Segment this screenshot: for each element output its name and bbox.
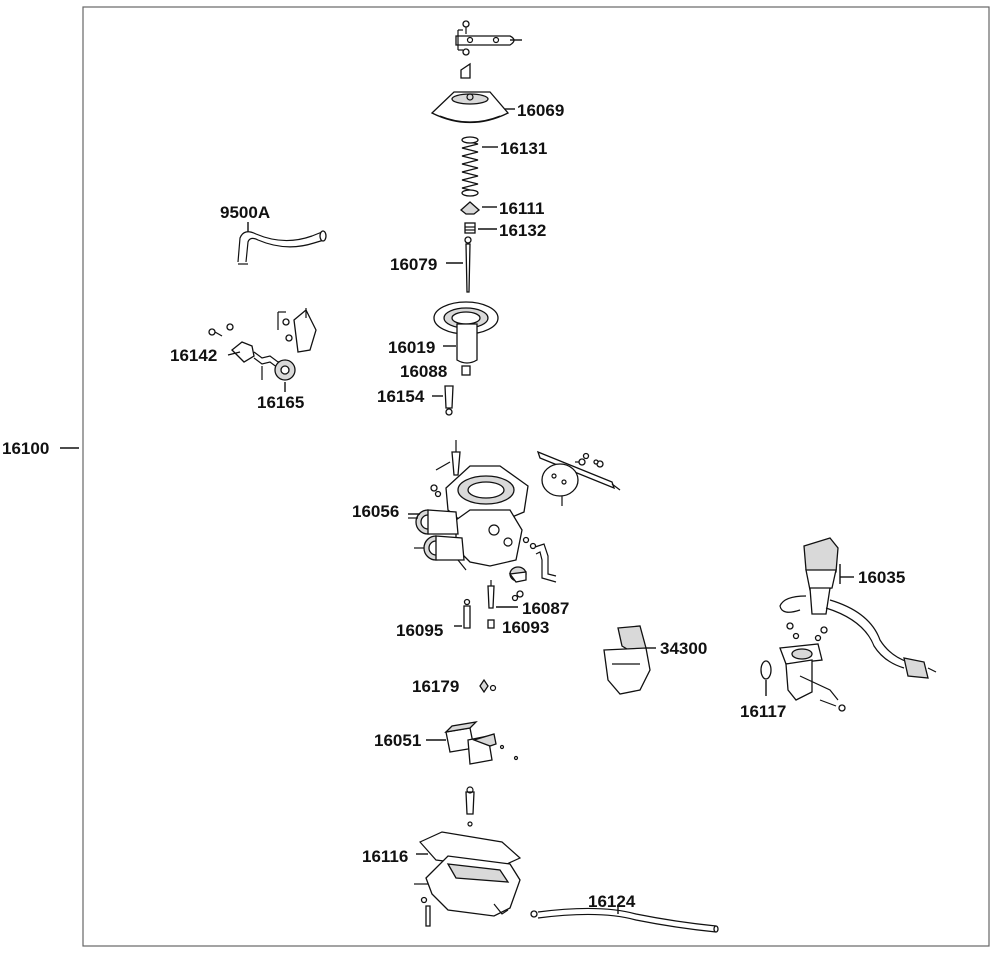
o-ring-part bbox=[760, 660, 772, 680]
carburetor-body-part bbox=[408, 440, 621, 583]
callout-16095: 16095 bbox=[396, 621, 443, 640]
main-jet-parts bbox=[463, 580, 524, 629]
callout-16117: 16117 bbox=[740, 702, 786, 721]
callout-16165: 16165 bbox=[257, 393, 304, 412]
callout-16069: 16069 bbox=[517, 101, 564, 120]
cable-bracket-part bbox=[455, 20, 522, 79]
callout-9500a: 9500A bbox=[220, 203, 270, 222]
callout-16035: 16035 bbox=[858, 568, 905, 587]
callout-16088: 16088 bbox=[400, 362, 447, 381]
diagram-frame bbox=[82, 6, 990, 947]
leader-16142 bbox=[227, 351, 241, 356]
vent-hose-part bbox=[237, 230, 327, 265]
vacuum-piston-part bbox=[433, 301, 499, 364]
callout-34300: 34300 bbox=[660, 639, 707, 658]
callout-16093: 16093 bbox=[502, 618, 549, 637]
callout-16051: 16051 bbox=[374, 731, 421, 750]
callout-16087: 16087 bbox=[522, 599, 569, 618]
callout-16079: 16079 bbox=[390, 255, 437, 274]
float-pin-part bbox=[479, 678, 497, 694]
diaphragm-cover-part bbox=[430, 91, 510, 124]
spring-part bbox=[461, 136, 479, 197]
starter-assembly-part bbox=[208, 308, 317, 381]
throttle-position-sensor-part bbox=[603, 625, 651, 695]
assembly-label: 16100 bbox=[2, 439, 49, 458]
needle-spacer-part bbox=[464, 222, 476, 234]
callout-16056: 16056 bbox=[352, 502, 399, 521]
callout-16131: 16131 bbox=[500, 139, 547, 158]
callout-16154: 16154 bbox=[377, 387, 425, 406]
needle-retainer-part bbox=[459, 201, 481, 215]
callout-16116: 16116 bbox=[362, 847, 408, 866]
callout-16142: 16142 bbox=[170, 346, 217, 365]
jet-needle-part bbox=[464, 236, 472, 293]
callout-16019: 16019 bbox=[388, 338, 435, 357]
jet-part bbox=[461, 365, 471, 376]
auto-choke-part bbox=[779, 537, 937, 712]
needle-jet-part bbox=[444, 385, 454, 416]
float-bowl-part bbox=[414, 786, 522, 927]
callout-16179: 16179 bbox=[412, 677, 459, 696]
callout-16111: 16111 bbox=[499, 199, 544, 218]
float-part bbox=[444, 721, 519, 765]
callout-16132: 16132 bbox=[499, 221, 546, 240]
callout-16124: 16124 bbox=[588, 892, 636, 911]
drain-hose-part bbox=[530, 907, 719, 933]
